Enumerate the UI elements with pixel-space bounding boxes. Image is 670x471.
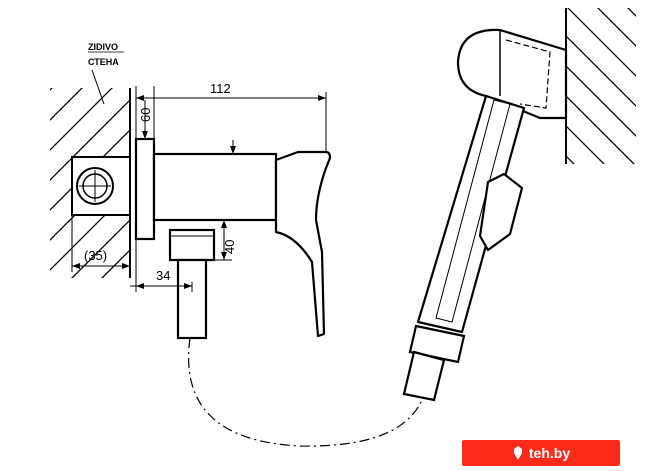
hose-left — [176, 258, 208, 340]
wall-label-line2: СТЕНА — [88, 57, 119, 67]
watermark-text: teh.by — [528, 445, 571, 461]
dim-flange: 60 — [138, 108, 153, 122]
wall-flange — [134, 137, 156, 241]
dim-length: 112 — [210, 81, 231, 96]
dim-wall-depth: (35) — [84, 248, 107, 263]
teh-logo-icon — [512, 446, 524, 460]
hose-arc — [188, 337, 423, 447]
right-wall-hatch — [566, 8, 636, 164]
wall-holder — [456, 28, 568, 120]
left-wall-hatch — [50, 88, 130, 278]
wall-label-line1: ZIDIVO — [88, 42, 118, 52]
shower-collar — [408, 324, 466, 364]
shower-trigger — [478, 172, 524, 252]
wall-label-leader — [91, 69, 105, 105]
hose-right — [402, 350, 446, 402]
mixer-body — [152, 152, 278, 222]
hand-shower — [402, 94, 526, 402]
dim-outlet-offset: 34 — [156, 268, 170, 283]
outlet-nut — [168, 228, 216, 262]
watermark-badge: teh.by — [462, 440, 620, 466]
dim-outlet-height: 40 — [222, 240, 237, 254]
lever-handle — [274, 150, 332, 338]
holder-hidden-slot — [505, 39, 551, 109]
